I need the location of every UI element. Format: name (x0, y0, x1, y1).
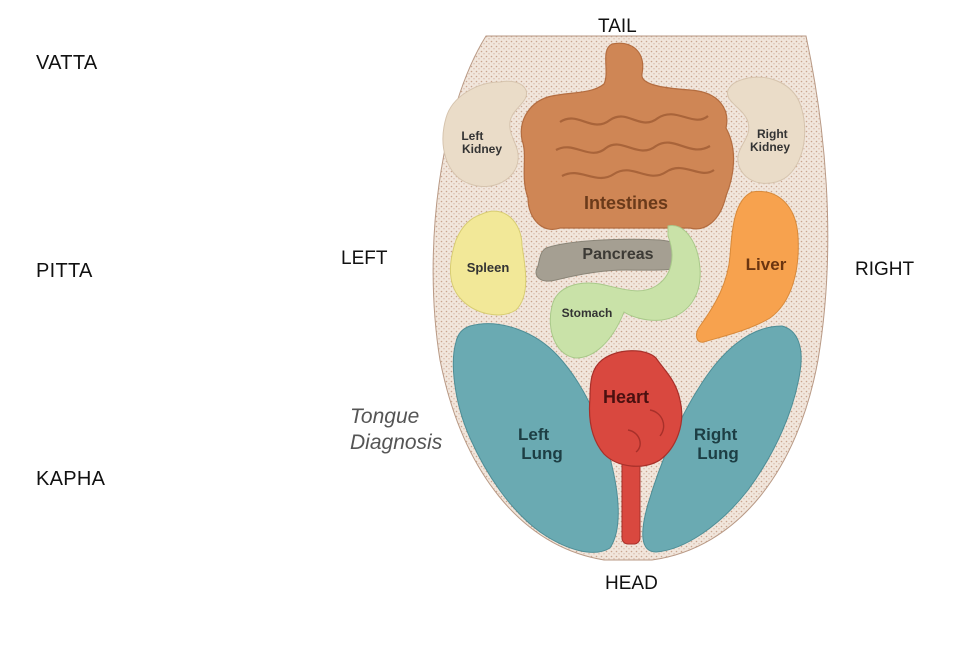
left-kidney-shape (442, 80, 528, 188)
right-kidney-label-line-1: Right (757, 127, 788, 141)
dosha-label-kapha: KAPHA (36, 468, 106, 490)
right-kidney-label: Right Kidney (750, 127, 791, 154)
intestines-shape (520, 42, 735, 230)
pancreas-label: Pancreas (582, 246, 653, 263)
dosha-label-vatta: VATTA (36, 52, 98, 74)
stomach-label: Stomach (562, 306, 613, 320)
heart-label: Heart (603, 387, 649, 407)
dosha-label-pitta: PITTA (36, 260, 93, 282)
left-kidney-label: Left Kidney (461, 129, 502, 156)
right-lung-label-line-2: Lung (697, 444, 739, 463)
caption-line-1: Tongue (350, 405, 420, 428)
spleen-label: Spleen (467, 260, 510, 275)
left-kidney-label-line-2: Kidney (462, 142, 502, 156)
right-kidney-shape (727, 76, 806, 184)
liver-label: Liver (746, 255, 787, 274)
diagram-caption: Tongue Diagnosis (350, 404, 442, 456)
spleen-shape (450, 210, 527, 316)
right-kidney-label-line-2: Kidney (750, 140, 790, 154)
stomach-shape (549, 225, 701, 359)
heart-details (627, 409, 665, 453)
right-lung-shape (642, 325, 802, 553)
direction-label-left: LEFT (341, 248, 388, 269)
direction-label-right: RIGHT (855, 259, 915, 280)
left-kidney-label-line-1: Left (461, 129, 483, 143)
intestines-group (520, 42, 735, 230)
left-lung-label-line-1: Left (518, 425, 550, 444)
left-lung-label-line-2: Lung (521, 444, 563, 463)
heart-shape (588, 350, 683, 467)
pancreas-shape (535, 238, 687, 282)
intestines-label: Intestines (584, 193, 668, 213)
left-lung-shape (452, 323, 619, 553)
left-lung-label: Left Lung (518, 425, 563, 463)
intestines-coils (555, 113, 715, 180)
right-lung-label-line-1: Right (694, 425, 738, 444)
heart-group (588, 350, 683, 545)
liver-shape (696, 190, 799, 343)
direction-label-tail: TAIL (598, 16, 637, 37)
right-lung-label: Right Lung (694, 425, 742, 463)
direction-label-head: HEAD (605, 573, 658, 594)
caption-line-2: Diagnosis (350, 431, 443, 454)
